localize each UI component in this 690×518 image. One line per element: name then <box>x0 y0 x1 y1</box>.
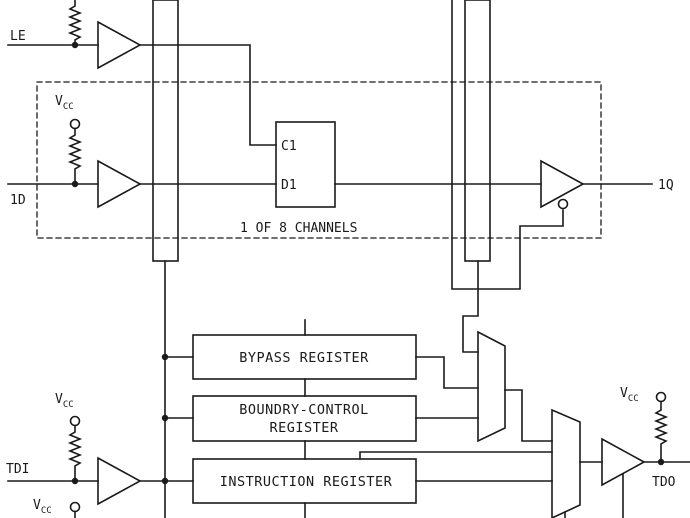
left-bus-tube <box>152 0 179 262</box>
vcc-tdi-label: VCC <box>55 392 74 410</box>
vcc-tdi-terminal <box>69 415 81 427</box>
tdi-label: TDI <box>6 462 29 477</box>
tdo-junction-dot <box>657 458 665 466</box>
mux-1 <box>477 330 506 443</box>
latch-d1-label: D1 <box>281 178 297 193</box>
le-junction-dot <box>71 41 79 49</box>
vcc-bottom-label: VCC <box>33 498 52 516</box>
latch-box <box>275 121 336 208</box>
output-enable-bubble <box>557 198 569 210</box>
input-1d-buffer <box>97 159 142 209</box>
vcc-tdo-terminal <box>655 391 667 403</box>
tdi-buffer <box>97 456 142 506</box>
right-tube-to-mux-wire <box>462 260 479 353</box>
le-pullup-resistor <box>67 0 83 46</box>
boundary-control-register-label-2: REGISTER <box>269 420 338 436</box>
latch-c1-label: C1 <box>281 139 297 154</box>
vcc-1d-label: VCC <box>55 94 74 112</box>
vcc-tdi-resistor <box>67 424 83 482</box>
bypass-to-mux-wire <box>415 356 479 389</box>
le-to-c1-wire <box>139 44 277 146</box>
channel-boundary <box>36 81 602 239</box>
vcc-1d-resistor <box>67 127 83 185</box>
output-1q-label: 1Q <box>658 178 674 193</box>
input-1d-junction-dot <box>71 180 79 188</box>
boundary-control-register-label-1: BOUNDRY-CONTROL <box>239 402 368 418</box>
mux-2 <box>551 408 581 518</box>
instruction-junction-dot <box>161 477 169 485</box>
right-bus-tube-outer-path <box>451 0 564 290</box>
vcc-1d-terminal <box>69 118 81 130</box>
vcc-tdo-label: VCC <box>620 386 639 404</box>
output-buffer <box>540 159 585 209</box>
mux1-to-mux2-wire <box>504 389 553 442</box>
bypass-register-label: BYPASS REGISTER <box>239 350 369 366</box>
bypass-junction-dot <box>161 353 169 361</box>
le-buffer <box>97 20 142 70</box>
tdo-label: TDO <box>652 475 676 490</box>
right-bus-tube <box>464 0 491 262</box>
vcc-tdo-resistor <box>653 400 669 463</box>
vcc-bottom-terminal <box>69 501 81 513</box>
instruction-register-label: INSTRUCTION REGISTER <box>220 474 393 490</box>
boundary-junction-dot <box>161 414 169 422</box>
input-1d-label: 1D <box>10 193 26 208</box>
instruction-select-wire <box>359 451 553 460</box>
le-label: LE <box>10 29 26 44</box>
tdi-junction-dot <box>71 477 79 485</box>
channel-caption: 1 OF 8 CHANNELS <box>240 221 357 236</box>
